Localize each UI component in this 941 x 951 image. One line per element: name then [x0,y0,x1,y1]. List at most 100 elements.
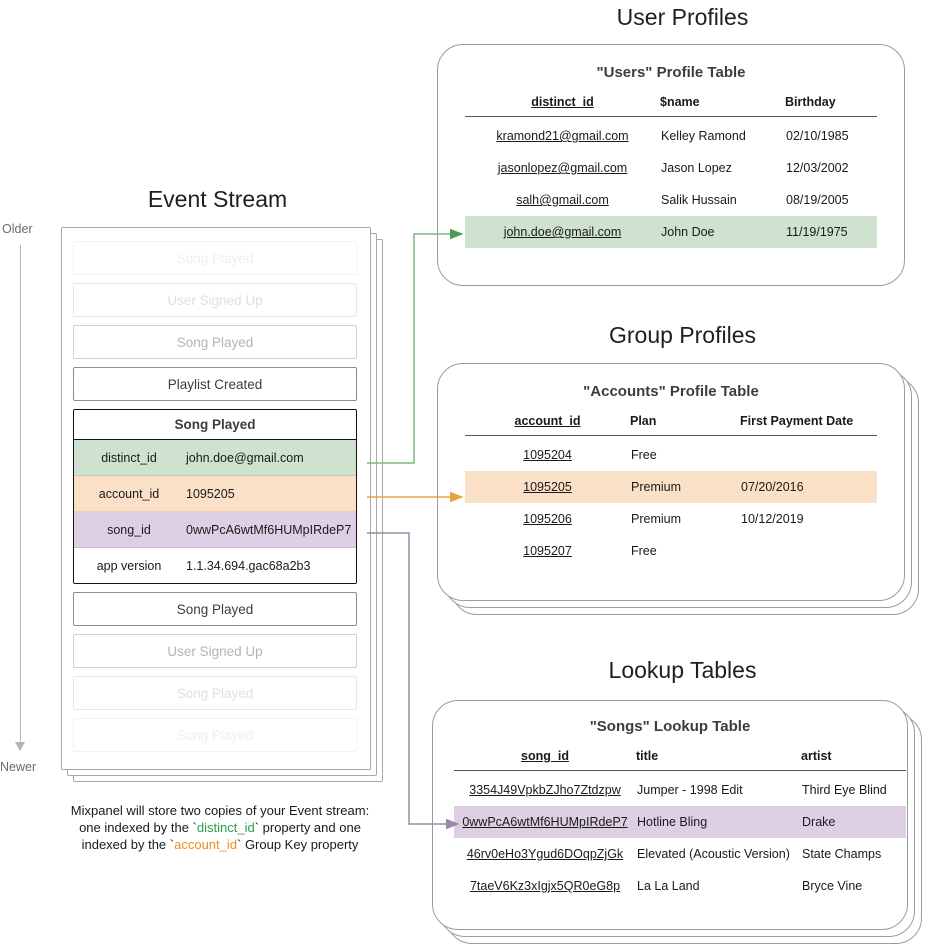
event-pill-label: User Signed Up [167,643,263,659]
table-cell: 02/10/1985 [786,129,849,143]
table-cell: Premium [631,512,682,526]
users-table-title: "Users" Profile Table [596,64,746,81]
table-row[interactable]: 7taeV6Kz3xIgjx5QR0eG8p La La Land Bryce Vi… [454,870,906,902]
users-profile-panel: "Users" Profile Table distinct_id $name Bi… [437,44,909,290]
event-property-key: song_id [107,522,151,537]
event-pill-label: Song Played [176,601,254,617]
event-pill[interactable]: Playlist Created [73,367,357,401]
caption-line-3: indexed by the `account_id` Group Key pr… [81,837,359,852]
event-pill[interactable]: Song Played [73,676,357,710]
heading-lookup-tables: Lookup Tables [608,657,757,683]
table-cell: 11/19/1975 [785,216,877,248]
timeline-newer-label: Newer [0,760,37,774]
table-row[interactable]: 46rv0eHo3Ygud6DOqpZjGk Elevated (Acoustic… [454,838,906,870]
event-property-row: distinct_id john.doe@gmail.com [74,440,356,476]
table-row[interactable]: 1095207 Free [465,535,877,567]
accounts-table-header-row: account_id Plan First Payment Date [465,414,877,436]
event-pill[interactable]: User Signed Up [73,283,357,317]
table-cell: 0wwPcA6wtMf6HUMpIRdeP7 [454,806,636,838]
users-table: distinct_id $name Birthday kramond21@gmail… [465,95,877,248]
table-cell: Premium [630,471,740,503]
table-cell: 07/20/2016 [740,471,877,503]
event-pill[interactable]: Song Played [73,241,357,275]
heading-user-profiles: User Profiles [616,4,749,30]
table-cell: Drake [801,806,906,838]
event-pill[interactable]: Song Played [73,718,357,752]
timeline-axis-line [20,245,21,750]
accounts-table: account_id Plan First Payment Date 1095204… [465,414,877,567]
table-cell: Hotline Bling [636,806,801,838]
event-property-value: john.doe@gmail.com [186,450,304,465]
table-row[interactable]: salh@gmail.com Salik Hussain 08/19/2005 [465,184,877,216]
event-pill[interactable]: User Signed Up [73,634,357,668]
event-pill[interactable]: Song Played [73,592,357,626]
column-header: $name [660,95,700,109]
table-cell: La La Land [637,879,700,893]
caption-token-account-id: account_id [174,837,237,852]
event-property-key: distinct_id [101,450,157,465]
table-cell: kramond21@gmail.com [496,129,629,143]
table-cell: Elevated (Acoustic Version) [637,847,790,861]
table-cell [740,535,877,567]
table-cell: Bryce Vine [802,879,863,893]
table-cell: Jason Lopez [661,161,732,175]
table-cell: Free [631,544,657,558]
table-cell: Free [631,448,657,462]
column-header: distinct_id [531,95,594,109]
users-panel-body: "Users" Profile Table distinct_id $name Bi… [437,44,905,286]
column-header: artist [801,749,832,763]
table-cell: john.doe@gmail.com [465,216,660,248]
event-property-value: 1095205 [186,486,235,501]
table-cell: 7taeV6Kz3xIgjx5QR0eG8p [469,879,621,893]
table-cell: John Doe [660,216,785,248]
timeline-older-label: Older [2,222,33,236]
table-row[interactable]: 3354J49VpkbZJho7Ztdzpw Jumper - 1998 Edit… [454,771,906,807]
table-row[interactable]: jasonlopez@gmail.com Jason Lopez 12/03/200… [465,152,877,184]
songs-lookup-panel: "Songs" Lookup Table song_id title artist … [432,700,937,950]
table-cell: Salik Hussain [661,193,737,207]
table-cell: 3354J49VpkbZJho7Ztdzpw [469,783,621,797]
column-header: song_id [521,749,569,763]
event-property-value: 1.1.34.694.gac68a2b3 [186,558,311,573]
event-pill[interactable]: Song Played [73,325,357,359]
table-cell [740,436,877,472]
table-row[interactable]: kramond21@gmail.com Kelley Ramond 02/10/19… [465,117,877,153]
column-header: title [636,749,659,763]
event-pill-label: Song Played [176,727,254,743]
table-cell: 1095207 [523,544,572,558]
column-header: account_id [514,414,581,428]
caption-text: Mixpanel will store two copies of your E… [40,802,400,853]
songs-table-header-row: song_id title artist [454,749,906,771]
users-table-header-row: distinct_id $name Birthday [465,95,877,117]
table-cell: 1095206 [523,512,572,526]
table-cell: 46rv0eHo3Ygud6DOqpZjGk [466,847,624,861]
caption-token-distinct-id: distinct_id [196,820,255,835]
table-cell: salh@gmail.com [516,193,609,207]
column-header: Birthday [785,95,836,109]
table-cell: 12/03/2002 [786,161,849,175]
table-cell: 08/19/2005 [786,193,849,207]
event-property-row: app version 1.1.34.694.gac68a2b3 [74,548,356,583]
column-header: Plan [630,414,657,428]
column-header: First Payment Date [740,414,854,428]
songs-table-title: "Songs" Lookup Table [589,718,751,735]
timeline-arrow-icon [15,742,25,751]
event-property-key: app version [96,558,162,573]
table-cell: Kelley Ramond [661,129,746,143]
songs-table: song_id title artist 3354J49VpkbZJho7Ztdzp… [454,749,906,902]
table-cell: jasonlopez@gmail.com [497,161,628,175]
accounts-table-title: "Accounts" Profile Table [583,383,759,400]
table-cell: Jumper - 1998 Edit [637,783,743,797]
event-pill-label: Song Played [176,334,254,350]
event-pill-label: Song Played [176,685,254,701]
